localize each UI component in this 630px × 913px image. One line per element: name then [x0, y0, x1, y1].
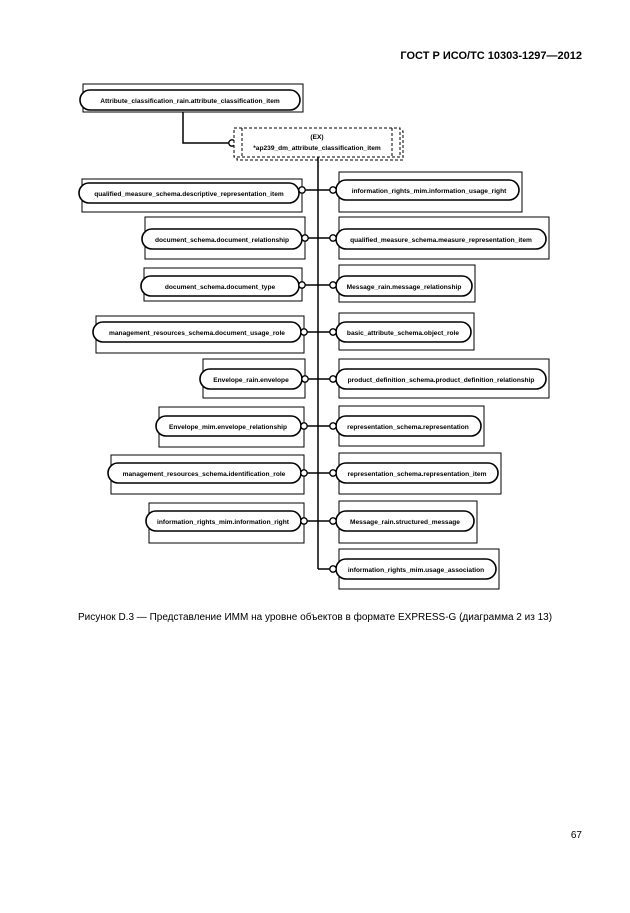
- right-entity-label: Message_rain.message_relationship: [347, 284, 462, 291]
- right-entity-3: Message_rain.message_relationship: [318, 264, 476, 303]
- left-entity-label: qualified_measure_schema.descriptive_rep…: [94, 191, 284, 198]
- right-entity-label: product_definition_schema.product_defini…: [348, 377, 535, 384]
- left-entity-4: management_resources_schema.document_usa…: [92, 315, 318, 354]
- left-entity-label: management_resources_schema.document_usa…: [109, 330, 285, 337]
- left-entity-label: document_schema.document_relationship: [155, 237, 289, 244]
- right-entity-4: basic_attribute_schema.object_role: [318, 312, 475, 351]
- left-entity-1: qualified_measure_schema.descriptive_rep…: [78, 178, 318, 213]
- right-entity-label: qualified_measure_schema.measure_represe…: [350, 237, 532, 244]
- left-entity-label: information_rights_mim.information_right: [157, 519, 290, 526]
- left-entity-8: information_rights_mim.information_right: [145, 502, 318, 544]
- select-type-box: (EX) *ap239_dm_attribute_classification_…: [233, 127, 404, 161]
- right-entity-label: Message_rain.structured_message: [350, 519, 460, 526]
- right-entity-1: information_rights_mim.information_usage…: [318, 171, 523, 213]
- right-entity-label: representation_schema.representation_ite…: [348, 471, 487, 478]
- left-entity-6: Envelope_mim.envelope_relationship: [155, 406, 318, 448]
- right-entity-label: basic_attribute_schema.object_role: [347, 330, 459, 337]
- page-number: 67: [570, 830, 582, 841]
- left-entity-label: document_schema.document_type: [165, 284, 276, 291]
- left-entity-7: management_resources_schema.identificati…: [107, 454, 318, 495]
- root-entity-label: Attribute_classification_rain.attribute_…: [100, 98, 280, 105]
- select-type-marker: (EX): [310, 134, 323, 141]
- left-entity-5: Envelope_rain.envelope: [199, 358, 318, 399]
- left-entity-3: document_schema.document_type: [140, 267, 318, 302]
- right-entity-5: product_definition_schema.product_defini…: [318, 358, 550, 399]
- right-entity-8: Message_rain.structured_message: [318, 500, 478, 544]
- root-connector-line: [182, 112, 230, 144]
- left-entity-label: management_resources_schema.identificati…: [123, 471, 286, 478]
- right-entity-6: representation_schema.representation: [318, 405, 485, 447]
- figure-caption: Рисунок D.3 — Представление ИММ на уровн…: [77, 612, 553, 623]
- document-standard-header: ГОСТ Р ИСО/ТС 10303-1297—2012: [400, 50, 582, 62]
- right-entity-2: qualified_measure_schema.measure_represe…: [318, 216, 550, 260]
- right-entity-7: representation_schema.representation_ite…: [318, 452, 502, 495]
- left-entity-label: Envelope_rain.envelope: [213, 377, 289, 384]
- left-entity-2: document_schema.document_relationship: [141, 216, 318, 260]
- right-entity-label: information_rights_mim.information_usage…: [352, 188, 507, 195]
- select-type-name: *ap239_dm_attribute_classification_item: [253, 145, 381, 152]
- root-entity: Attribute_classification_rain.attribute_…: [79, 83, 304, 113]
- right-entity-9: information_rights_mim.usage_association: [318, 548, 500, 590]
- right-entity-label: representation_schema.representation: [347, 424, 469, 431]
- right-entity-label: information_rights_mim.usage_association: [348, 567, 484, 574]
- left-entity-label: Envelope_mim.envelope_relationship: [169, 424, 287, 431]
